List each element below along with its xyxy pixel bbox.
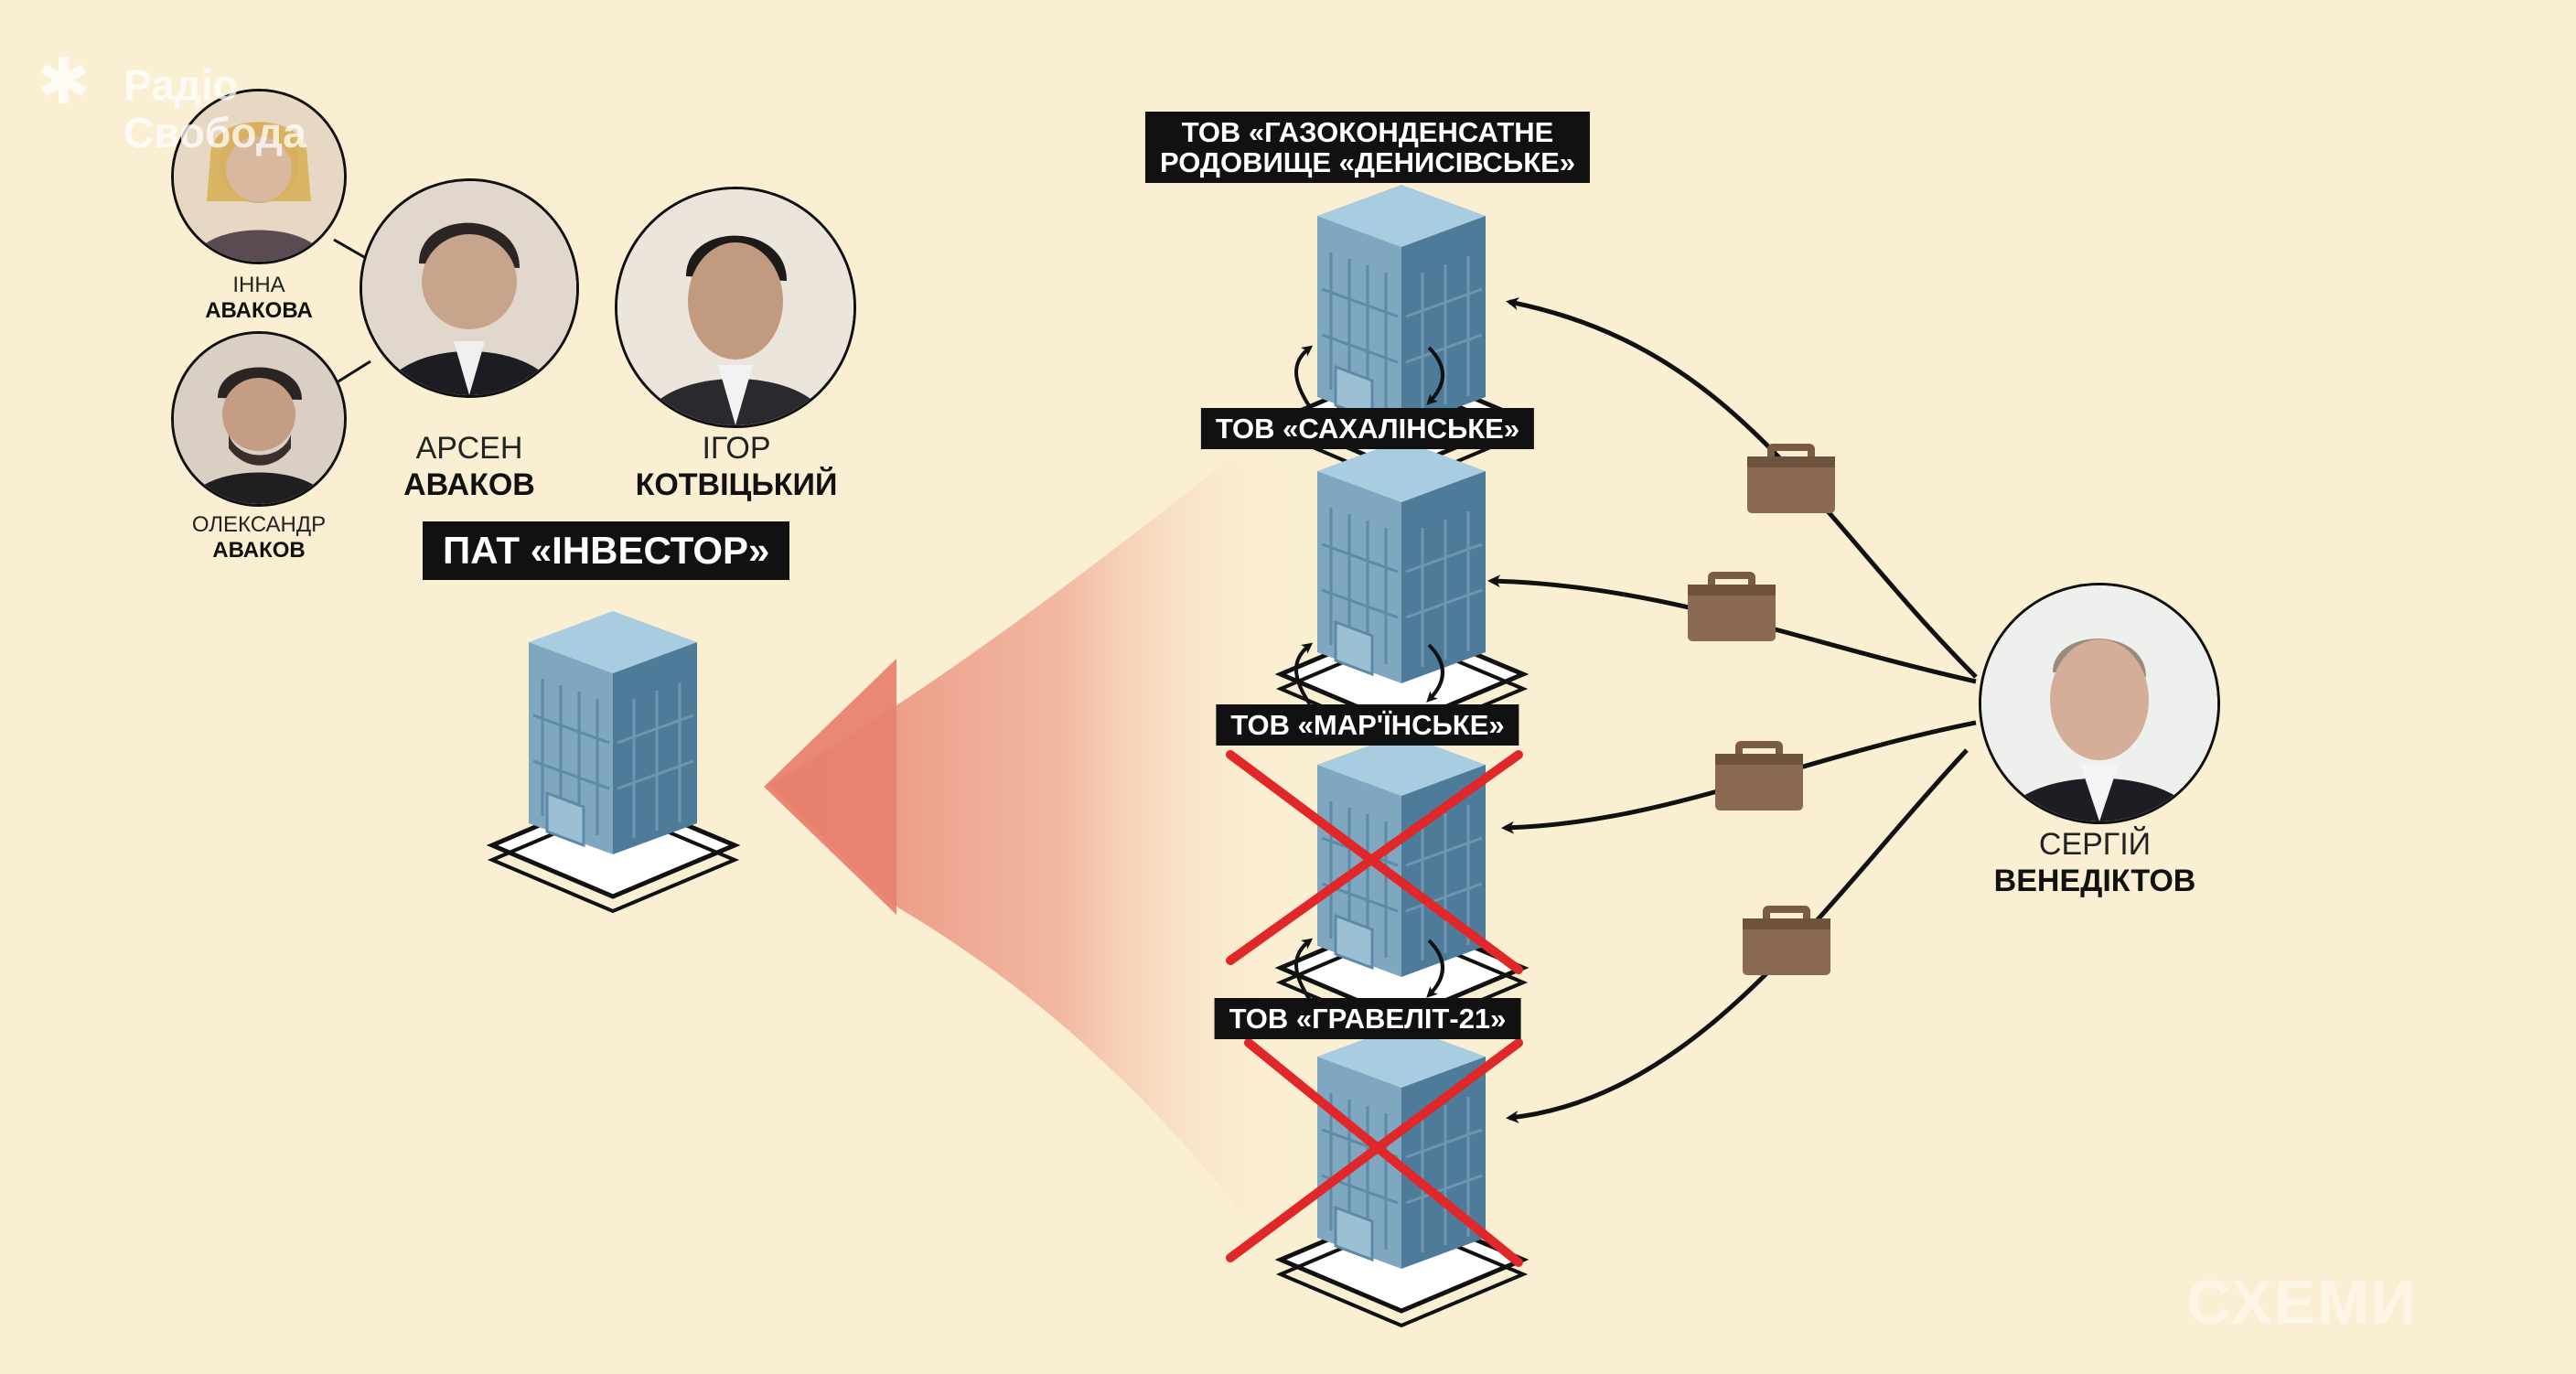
igor-first-name: ІГОР (702, 431, 771, 466)
link-oleksandr-arsen (333, 360, 371, 386)
avatar-arsen (360, 178, 579, 398)
company-label-denysivske: ТОВ «ГАЗОКОНДЕНСАТНЕ РОДОВИЩЕ «ДЕНИСІВСЬ… (1144, 112, 1591, 183)
briefcase-icon-3 (1715, 741, 1803, 810)
oleksandr-first-name: ОЛЕКСАНДР (191, 512, 327, 537)
label-sergiy: СЕРГІЙ ВЕНЕДІКТОВ (1994, 826, 2196, 899)
igor-last-name: КОТВІЦЬКИЙ (635, 467, 838, 502)
briefcase-icon-1 (1747, 444, 1835, 513)
company-label-line1: ТОВ «ГАЗОКОНДЕНСАТНЕ (1181, 116, 1554, 148)
oleksandr-last-name: АВАКОВ (212, 538, 306, 563)
sergiy-first-name: СЕРГІЙ (2038, 827, 2152, 862)
label-arsen: АРСЕН АВАКОВ (403, 430, 535, 503)
logo-mark-icon: ✱ (37, 46, 91, 117)
avatar-igor (615, 187, 856, 428)
briefcase-icon-4 (1743, 906, 1830, 975)
cross-marinske (1226, 750, 1523, 974)
sergiy-last-name: ВЕНЕДІКТОВ (1993, 864, 2196, 898)
pat-investor-label: ПАТ «ІНВЕСТОР» (423, 521, 790, 580)
arsen-last-name: АВАКОВ (403, 467, 535, 502)
arsen-first-name: АРСЕН (415, 431, 523, 466)
avatar-oleksandr (171, 331, 347, 507)
logo-text-line1: Радіо (123, 61, 239, 109)
skhemy-watermark: СХЕМИ (2186, 1268, 2418, 1337)
label-inna: ІННА АВАКОВА (205, 273, 313, 324)
funnel-arrow (764, 462, 1299, 1217)
company-label-marinske: ТОВ «МАР'ЇНСЬКЕ» (1216, 704, 1519, 746)
building-icon-pat-investor (492, 611, 735, 911)
building-icon-sakhalinske (1281, 440, 1523, 740)
venediktov-links (1487, 297, 1978, 1123)
label-oleksandr: ОЛЕКСАНДР АВАКОВ (192, 512, 326, 564)
logo-text-line2: Свобода (123, 109, 306, 156)
briefcase-icon-2 (1688, 572, 1776, 641)
inna-last-name: АВАКОВА (205, 298, 313, 323)
avatar-sergiy (1979, 583, 2220, 824)
company-label-line2: РОДОВИЩЕ «ДЕНИСІВСЬКЕ» (1159, 146, 1576, 178)
cross-gravelit (1226, 1038, 1523, 1267)
label-igor: ІГОР КОТВІЦЬКИЙ (636, 430, 838, 503)
avatar-inna (171, 89, 347, 264)
company-label-sakhalinske: ТОВ «САХАЛІНСЬКЕ» (1200, 408, 1535, 449)
company-label-gravelit: ТОВ «ГРАВЕЛІТ-21» (1214, 998, 1521, 1039)
inna-first-name: ІННА (232, 273, 285, 297)
